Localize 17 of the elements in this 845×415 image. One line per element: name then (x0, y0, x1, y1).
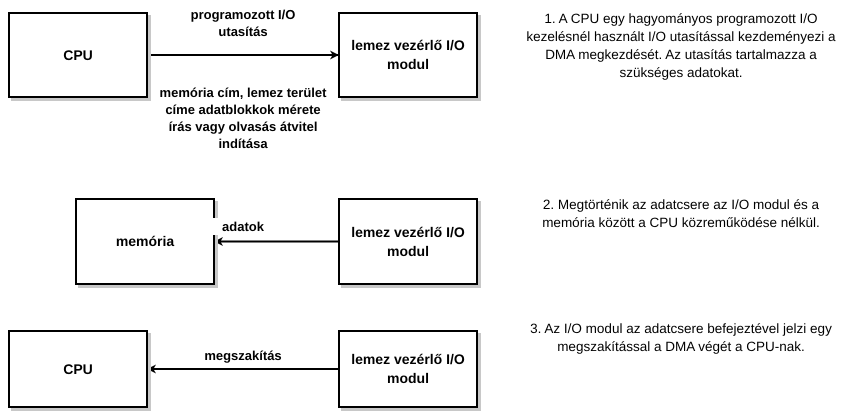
process-box (8, 330, 148, 408)
process-box (338, 12, 478, 98)
process-box (338, 198, 478, 285)
process-box (338, 330, 478, 408)
step-description: 1. A CPU egy hagyományos programozott I/O kezelésnél használt I/O utasítással kezdeményezi a DMA megkezdését. Az utasítás tartalmazza a szükséges adatokat. (525, 10, 837, 82)
box-label: CPU (63, 46, 93, 64)
box-label: lemez vezérlő I/O modul (350, 350, 466, 388)
step-description: 3. Az I/O modul az adatcsere befejeztével jelzi egy megszakítással a DMA végét a CPU-nak. (529, 320, 833, 356)
arrow (148, 50, 339, 60)
parameter-list: memória cím, lemez terület címe adatblokkok mérete írás vagy olvasás átvitel indítása (158, 84, 328, 152)
box-label: lemez vezérlő I/O modul (350, 222, 466, 260)
box-label: lemez vezérlő I/O modul (350, 36, 466, 74)
box-label: memória (116, 232, 174, 251)
process-box (75, 198, 215, 285)
step-description: 2. Megtörténik az adatcsere az I/O modul és a memória között a CPU közreműködése nélkül. (541, 196, 821, 232)
process-box (8, 12, 148, 98)
box-label: CPU (63, 360, 93, 378)
